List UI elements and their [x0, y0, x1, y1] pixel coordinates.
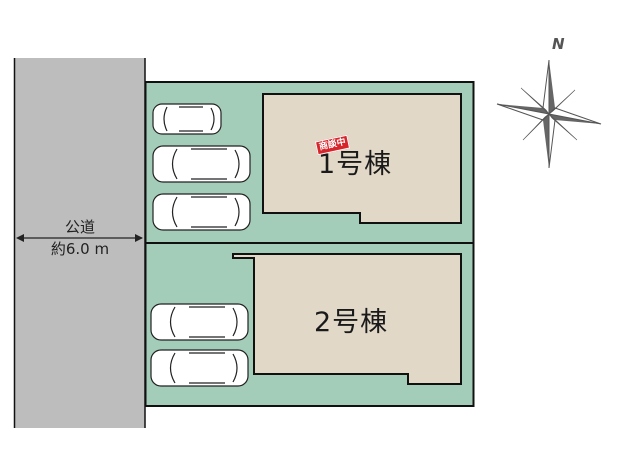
parking-cars: [150, 103, 251, 387]
road-label: 公道: [64, 218, 95, 236]
compass-rose-icon: [496, 59, 602, 169]
building-2-label: 2号棟: [314, 307, 389, 338]
car-icon: [152, 193, 251, 231]
public-road: [13, 58, 146, 428]
building-1-label: 1号棟: [318, 149, 393, 180]
building-1: [262, 93, 462, 224]
car-icon: [150, 303, 249, 341]
building-2: [232, 253, 462, 385]
car-icon: [152, 103, 222, 135]
car-icon: [152, 145, 251, 183]
road-width-label: 約6.0 m: [50, 240, 110, 258]
north-label: N: [552, 35, 565, 53]
car-icon: [150, 349, 249, 387]
